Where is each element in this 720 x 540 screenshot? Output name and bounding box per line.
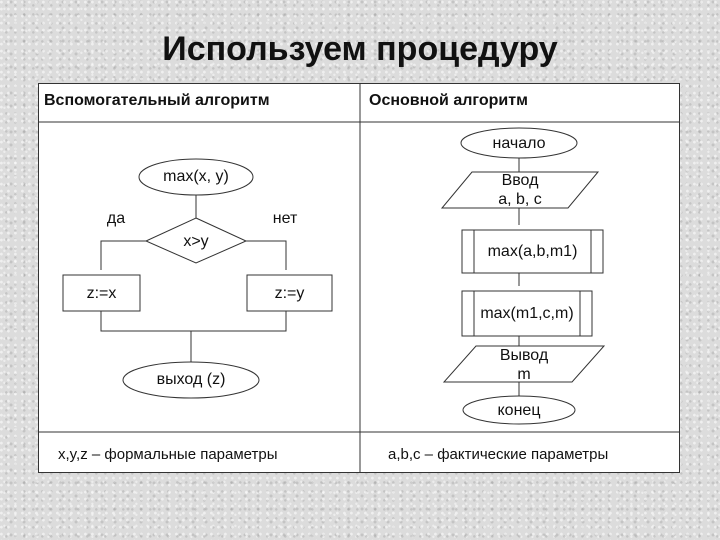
right-output-parallelogram: [442, 345, 606, 383]
right-end-label: конец: [497, 402, 541, 419]
left-no-connector: [246, 240, 287, 270]
actual-params-note: a,b,c – фактические параметры: [388, 446, 609, 463]
left-no-process: [246, 274, 333, 312]
left-no-down-connector: [191, 311, 287, 332]
right-call2-label: max(m1,c,m): [480, 305, 574, 322]
left-yes-connector: [100, 240, 146, 270]
left-end-terminator: [122, 361, 260, 399]
right-input-label-line2: a, b, c: [498, 191, 542, 208]
left-condition-label: x>y: [183, 233, 209, 250]
left-column-header: Вспомогательный алгоритм: [44, 92, 270, 109]
left-condition-diamond: [144, 217, 248, 264]
right-input-parallelogram: [440, 171, 600, 209]
right-output-label-line1: Вывод: [499, 347, 549, 364]
left-no-label: нет: [272, 210, 298, 227]
right-call1-box: [461, 229, 604, 274]
right-end-terminator: [462, 395, 576, 425]
left-yes-process: [62, 274, 141, 312]
left-end-label: выход (z): [156, 371, 226, 388]
right-call2-box: [461, 290, 593, 337]
right-column-header: Основной алгоритм: [369, 92, 528, 109]
right-call1-label: max(a,b,m1): [487, 243, 578, 260]
right-output-label-line2: m: [517, 366, 531, 383]
left-yes-action-label: z:=x: [86, 285, 117, 302]
right-start-label: начало: [492, 135, 546, 152]
right-input-label-line1: Ввод: [501, 172, 539, 189]
left-yes-label: да: [106, 210, 126, 227]
left-no-action-label: z:=y: [274, 285, 305, 302]
left-start-label: max(x, y): [163, 168, 229, 185]
left-yes-down-connector: [100, 311, 191, 332]
formal-params-note: x,y,z – формальные параметры: [58, 446, 278, 463]
page-title: Используем процедуру: [162, 30, 558, 68]
